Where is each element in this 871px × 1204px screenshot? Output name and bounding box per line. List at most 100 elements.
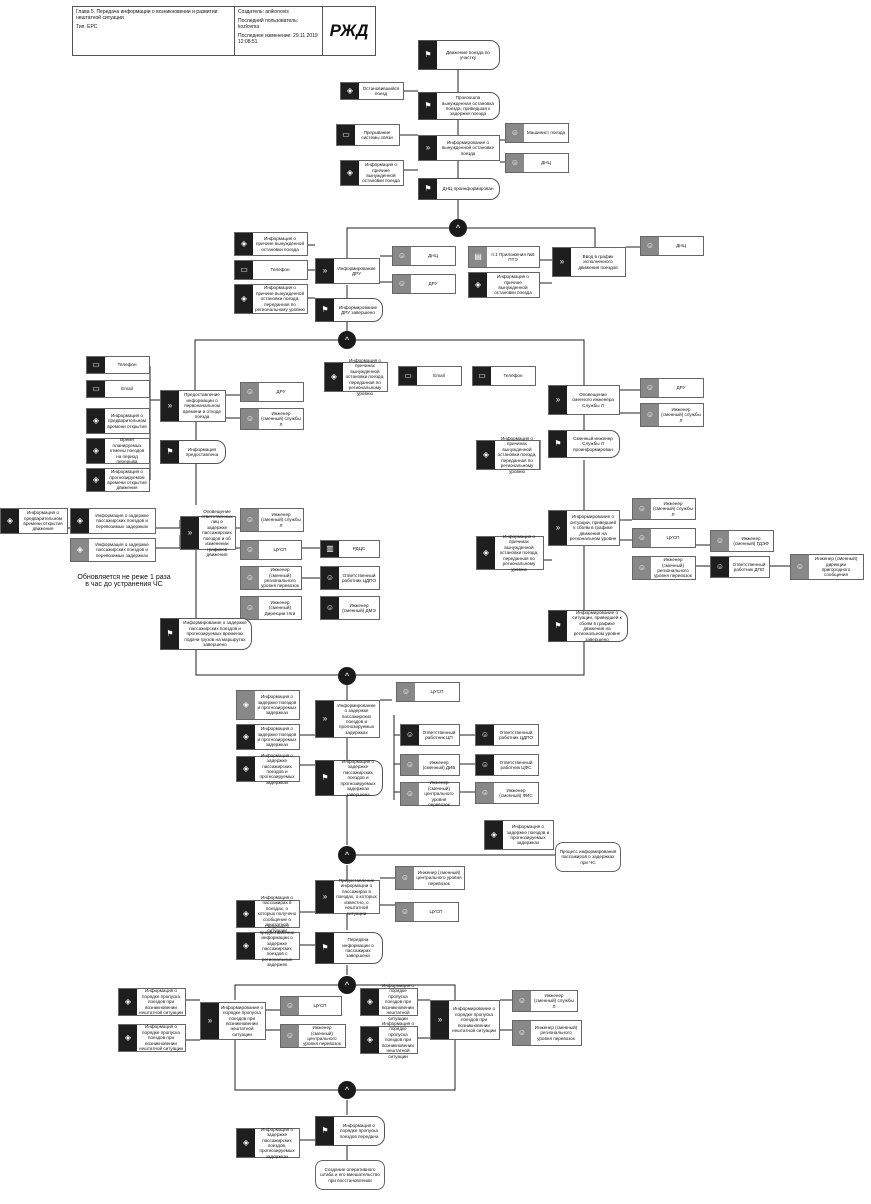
- object-stop-cause-2[interactable]: ◈Информация о причине вынужденной остано…: [234, 232, 308, 256]
- cube-icon: ◈: [237, 933, 255, 959]
- object-regional-cause-3[interactable]: ◈Информация о причинах вынужденной остан…: [476, 534, 544, 572]
- object-delay-forecast-4[interactable]: ◈Информация о задержке поездов и прогноз…: [484, 820, 554, 850]
- object-pass-order-1[interactable]: ◈Информация о порядке пропуска поездов п…: [118, 988, 186, 1016]
- role-engineer-l-5[interactable]: ☺Инженер (сменный) службы Л: [512, 990, 578, 1012]
- function-pass-order-right[interactable]: »Информирование о порядке пропуска поезд…: [430, 1000, 500, 1040]
- event-regional-disruption-done[interactable]: ⚑Информирование о ситуации, приведшей к …: [548, 610, 628, 642]
- event-pass-order-done[interactable]: ⚑Информация о порядке пропуска поездов п…: [315, 1116, 385, 1146]
- doc-pte-appendix[interactable]: ▤п.1 Приложения №6 ПТЭ: [468, 246, 540, 268]
- role-dnc-2[interactable]: ☺ДНЦ: [392, 246, 456, 266]
- person-icon: ☺: [393, 247, 411, 265]
- object-stop-cause-1[interactable]: ◈Информация о причине вынужденной остано…: [340, 160, 404, 186]
- cube-icon: ◈: [119, 1025, 137, 1051]
- role-dpo-responsible[interactable]: ☺Ответственный работник ДПО: [710, 556, 770, 578]
- role-dnc-1[interactable]: ☺ДНЦ: [505, 153, 569, 173]
- person-icon: ☺: [711, 531, 729, 551]
- role-rdcs[interactable]: ▥РДЦС: [320, 540, 380, 558]
- and-gate-3: ^: [338, 667, 356, 685]
- object-passenger-delay-2[interactable]: ◈Информация о задержке пассажирских поез…: [70, 538, 156, 562]
- function-notify-delays[interactable]: »Оповещение ответственных лиц о задержке…: [180, 509, 236, 557]
- role-engineer-central-3[interactable]: ☺Инженер (сменный) центрального уровня п…: [280, 1024, 346, 1048]
- function-provide-initial-info[interactable]: »Предоставление информации о первоначаль…: [160, 390, 226, 422]
- object-comm-break[interactable]: ▭Прерывание системы связи: [336, 124, 400, 146]
- object-delay-forecast-2[interactable]: ◈Информация о задержке поездов и прогноз…: [236, 724, 300, 750]
- function-pass-order-left[interactable]: »Информирование о порядке пропуска поезд…: [200, 1002, 266, 1040]
- event-delay-info-done[interactable]: ⚑Информация о задержке пассажирских поез…: [315, 759, 383, 797]
- object-email-1[interactable]: ▭Email: [398, 366, 462, 386]
- role-engineer-l-1[interactable]: ☺Инженер (сменный) службы Л: [240, 408, 304, 430]
- object-stop-cause-regional[interactable]: ◈Информация о причине вынужденной остано…: [234, 284, 308, 314]
- flag-icon: ⚑: [549, 611, 567, 641]
- event-train-moving[interactable]: ⚑Движение поезда по участку: [418, 40, 500, 70]
- role-cp-responsible[interactable]: ☺Ответственный работник ЦП: [400, 724, 460, 746]
- object-open-time-forecast[interactable]: ◈Информация о прогнозируемом времени отк…: [86, 468, 150, 492]
- role-engineer-gdef[interactable]: ☺Инженер (сменный) ГДЭФ: [710, 530, 774, 552]
- function-inform-dru[interactable]: »Информирование ДРУ: [315, 258, 380, 284]
- role-engineer-dme[interactable]: ☺Инженер (сменный) ДМЭ: [320, 596, 380, 620]
- function-regional-disruption[interactable]: »Информирование о ситуации, приведшей к …: [548, 510, 620, 546]
- function-inform-stop[interactable]: »Информирование о вынужденной остановке …: [418, 135, 500, 161]
- object-passengers-info[interactable]: ◈Информация о пассажирах в поездах, о ко…: [236, 895, 300, 933]
- object-cancel-time[interactable]: ◈Время планируемых отмены поездов на пер…: [86, 437, 150, 464]
- role-engineer-dib[interactable]: ☺Инженер (сменный) ДИБ: [400, 754, 460, 776]
- role-engineer-traction[interactable]: ☺Инженер (сменный) Дирекции тяги: [240, 596, 302, 620]
- role-dru-2[interactable]: ☺ДРУ: [240, 382, 304, 402]
- process-passenger-inform-link[interactable]: Процесс информирования пассажиров о заде…: [555, 842, 621, 872]
- role-tsusp-2[interactable]: ☺ЦУСП: [240, 540, 302, 560]
- object-delay-forecast-3[interactable]: ◈Информация о задержке пассажирских поез…: [236, 753, 300, 785]
- role-tsdpo-responsible-2[interactable]: ☺Ответственный работник ЦДПО: [475, 724, 539, 746]
- object-passenger-delay-1[interactable]: ◈Информация о задержке пассажирских поез…: [70, 508, 156, 534]
- role-engineer-central-2[interactable]: ☺Инженер (сменный) центрального уровня п…: [395, 866, 465, 890]
- object-phone-2[interactable]: ▭Телефон: [86, 356, 150, 374]
- object-open-time-prelim[interactable]: ◈Информация о предварительном времени от…: [86, 408, 150, 434]
- role-tsusp-3[interactable]: ☺ЦУСП: [396, 682, 460, 702]
- event-dnc-informed[interactable]: ⚑ДНЦ проинформирован: [418, 178, 500, 200]
- object-stop-cause-3[interactable]: ◈Информация о причине вынужденной остано…: [468, 272, 540, 298]
- event-forced-stop[interactable]: ⚑Произошла вынужденная остановка поезда,…: [418, 92, 500, 120]
- function-passenger-info[interactable]: »Предоставление информации о пассажирах …: [315, 878, 380, 916]
- role-tsusp-5[interactable]: ☺ЦУСП: [280, 996, 342, 1016]
- object-email-2[interactable]: ▭Email: [86, 380, 150, 398]
- event-passenger-info-done[interactable]: ⚑Передача информации о пассажирах заверш…: [315, 932, 383, 964]
- role-engineer-l-3[interactable]: ☺Инженер (сменный) службы Л: [632, 498, 696, 520]
- role-engineer-l-4[interactable]: ☺Инженер (сменный) службы Л: [240, 508, 304, 532]
- event-delay-notify-done[interactable]: ⚑Информирование о задержке пассажирских …: [160, 618, 252, 650]
- role-cfs-responsible[interactable]: ☺Ответственный работник ЦФС: [475, 754, 539, 776]
- role-tsdpo-responsible[interactable]: ☺Ответственный работник ЦДПО: [320, 566, 380, 590]
- object-passenger-delay-final[interactable]: ◈Информация о задержке пассажирских поез…: [236, 1127, 300, 1159]
- object-phone-1[interactable]: ▭Телефон: [234, 260, 308, 280]
- role-engineer-suburban[interactable]: ☺Инженер (сменный) дирекции пригородного…: [790, 554, 864, 580]
- object-regional-delay-info[interactable]: ◈Сведения о предоставлении информации о …: [236, 924, 300, 967]
- role-engineer-regional-1[interactable]: ☺Инженер (сменный) регионального уровня …: [632, 556, 696, 580]
- object-pass-order-4[interactable]: ◈Информация о порядке пропуска поездов п…: [360, 1021, 418, 1059]
- person-icon: ☺: [633, 557, 651, 579]
- object-delay-forecast-1[interactable]: ◈Информация о задержке поездов и прогноз…: [236, 690, 300, 720]
- person-icon: ☺: [241, 597, 259, 619]
- function-graph-entry[interactable]: »Ввод в график исполненного движения пое…: [552, 247, 626, 277]
- role-dnc-3[interactable]: ☺ДНЦ: [640, 236, 704, 256]
- role-engineer-l-2[interactable]: ☺Инженер (сменный) службы Л: [640, 403, 704, 427]
- role-tsusp-1[interactable]: ☺ЦУСП: [632, 528, 696, 548]
- event-engineer-l-informed[interactable]: ⚑Сменный инженер Службы Л проинформирова…: [548, 430, 620, 458]
- object-pass-order-3[interactable]: ◈Информация о порядке пропуска поездов п…: [360, 983, 418, 1021]
- role-engineer-regional-3[interactable]: ☺Инженер (сменный) регионального уровня …: [512, 1020, 582, 1046]
- role-tsusp-4[interactable]: ☺ЦУСП: [395, 902, 459, 922]
- role-driver[interactable]: ☺Машинист поезда: [505, 123, 569, 143]
- process-ops-headquarters-link[interactable]: Создание оперативного штаба и его вмешат…: [315, 1160, 385, 1190]
- object-phone-3[interactable]: ▭Телефон: [472, 366, 536, 386]
- role-engineer-fis[interactable]: ☺Инженер (сменный) ФИС: [475, 782, 539, 804]
- object-open-time-prelim-2[interactable]: ◈Информация о предварительном времени от…: [0, 508, 68, 534]
- role-dru-3[interactable]: ☺ДРУ: [640, 378, 704, 398]
- object-regional-cause-1[interactable]: ◈Информация о причинах вынужденной остан…: [324, 358, 388, 396]
- object-stopped-train[interactable]: ◈Остановившийся поезд: [340, 82, 404, 100]
- function-inform-delays[interactable]: »Информирование о задержке пассажирских …: [315, 700, 380, 738]
- role-engineer-regional-2[interactable]: ☺Инженер (сменный) регионального уровня …: [240, 566, 302, 590]
- function-notify-engineer-l[interactable]: »Оповещение сменного инженера Службы Л: [548, 385, 620, 415]
- role-dru-1[interactable]: ☺ДРУ: [392, 274, 456, 294]
- object-regional-cause-2[interactable]: ◈Информация о причинах вынужденной остан…: [476, 436, 540, 474]
- object-pass-order-2[interactable]: ◈Информация о порядке пропуска поездов п…: [118, 1024, 186, 1052]
- cube-icon: ◈: [87, 409, 105, 433]
- event-dru-informed[interactable]: ⚑Информирование ДРУ завершено: [315, 298, 383, 322]
- event-info-provided[interactable]: ⚑Информация предоставлена: [160, 440, 226, 464]
- role-engineer-central-1[interactable]: ☺Инженер (сменный) центрального уровня п…: [400, 780, 460, 807]
